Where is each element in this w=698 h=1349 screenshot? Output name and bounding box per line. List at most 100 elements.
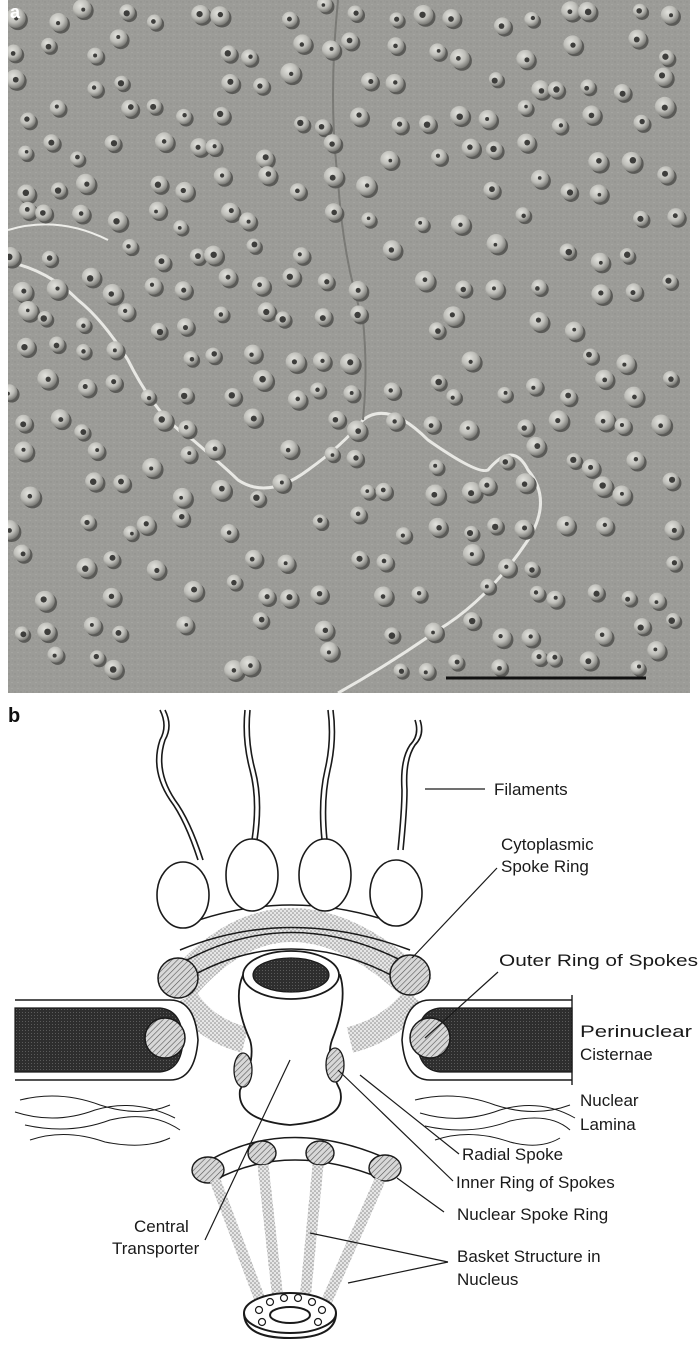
pore-center: [350, 391, 354, 395]
pore-center: [600, 632, 605, 637]
pore-center: [24, 116, 29, 121]
nuclear-ring-subunit: [306, 1141, 334, 1165]
pore-center: [524, 140, 530, 146]
pore-center: [184, 623, 188, 627]
pore-center: [662, 54, 668, 60]
pore-center: [53, 654, 57, 658]
pore-center: [211, 351, 216, 356]
pore-center: [183, 325, 188, 330]
pore-center: [355, 428, 361, 434]
pore-center: [388, 159, 392, 163]
pore-center: [109, 291, 115, 297]
pore-center: [388, 388, 392, 392]
pore-center: [492, 524, 498, 530]
pore-center: [620, 91, 626, 97]
pore-center: [389, 632, 396, 639]
pore-center: [227, 530, 232, 535]
pore-center: [662, 105, 668, 111]
inner-ring-spoke: [234, 1053, 252, 1087]
pore-center: [467, 530, 473, 536]
pore-center: [111, 140, 117, 146]
pore-center: [417, 591, 421, 595]
pore-center: [669, 13, 673, 17]
pore-center: [47, 255, 53, 261]
pore-center: [365, 183, 369, 187]
pore-center: [423, 277, 428, 282]
pore-center: [195, 253, 201, 259]
pore-center: [23, 190, 29, 196]
pore-center: [113, 348, 117, 352]
pore-center: [382, 559, 387, 564]
pore-center: [429, 423, 434, 428]
pore-center: [331, 453, 335, 457]
pore-center: [79, 211, 84, 216]
pore-center: [630, 157, 636, 163]
pore-center: [624, 252, 630, 258]
pore-center: [184, 425, 189, 430]
pore-center: [485, 117, 489, 121]
pore-center: [250, 557, 255, 562]
pore-center: [113, 218, 119, 224]
micrograph-panel: a: [8, 0, 690, 693]
pore-center: [536, 654, 541, 659]
pore-center: [265, 594, 270, 599]
pore-center: [522, 525, 527, 530]
label-perinuclear-cisternae: Perinuclear: [580, 1022, 692, 1041]
pore-center: [317, 591, 322, 596]
pore-center: [11, 51, 16, 56]
filaments: [157, 710, 422, 860]
pore-center: [329, 141, 334, 146]
pore-center: [468, 490, 474, 496]
panel-a-letter: a: [10, 2, 21, 22]
pore-center: [150, 283, 154, 287]
pore-center: [521, 214, 525, 218]
pore-center: [300, 42, 304, 46]
pore-center: [490, 146, 496, 152]
pore-center: [317, 517, 322, 522]
pore-center: [435, 328, 441, 334]
pore-center: [249, 353, 253, 357]
pore-center: [40, 210, 46, 216]
pore-center: [263, 309, 269, 315]
pore-center: [566, 249, 573, 256]
pore-center: [90, 623, 94, 627]
pore-center: [356, 112, 361, 117]
pore-center: [470, 552, 474, 556]
pore-center: [181, 188, 186, 193]
pore-center: [418, 221, 422, 225]
pore-center: [602, 377, 607, 382]
pore-center: [461, 287, 466, 292]
pore-center: [424, 670, 428, 674]
pore-center: [665, 278, 671, 284]
pore-center: [55, 104, 59, 108]
pore-center: [147, 396, 151, 400]
pore-center: [130, 532, 134, 536]
pore-center: [634, 457, 638, 461]
pore-center: [80, 429, 86, 435]
pore-center: [497, 666, 502, 671]
pore-center: [433, 464, 437, 468]
outer-ring-spoke: [410, 1018, 450, 1058]
pore-center: [287, 274, 293, 280]
pore-center: [41, 315, 47, 321]
pore-center: [586, 352, 592, 358]
pore-center: [330, 175, 336, 181]
pore-center: [599, 261, 603, 265]
pore-center: [315, 388, 319, 392]
pore-center: [210, 252, 216, 258]
pore-center: [181, 393, 187, 399]
pore-center: [381, 488, 386, 493]
label-cytoplasmic-spoke-ring: Spoke Ring: [501, 857, 589, 876]
pore-center: [401, 533, 405, 537]
pore-center: [565, 522, 569, 526]
pore-center: [44, 629, 51, 636]
pore-center: [353, 11, 358, 16]
pore-center: [603, 523, 607, 527]
pore-center: [257, 83, 262, 88]
pore-center: [381, 594, 386, 599]
basket-ring-hole: [270, 1307, 310, 1323]
pore-center: [41, 596, 47, 602]
pore-center: [638, 624, 644, 630]
pore-center: [553, 86, 559, 92]
pore-center: [466, 426, 470, 430]
